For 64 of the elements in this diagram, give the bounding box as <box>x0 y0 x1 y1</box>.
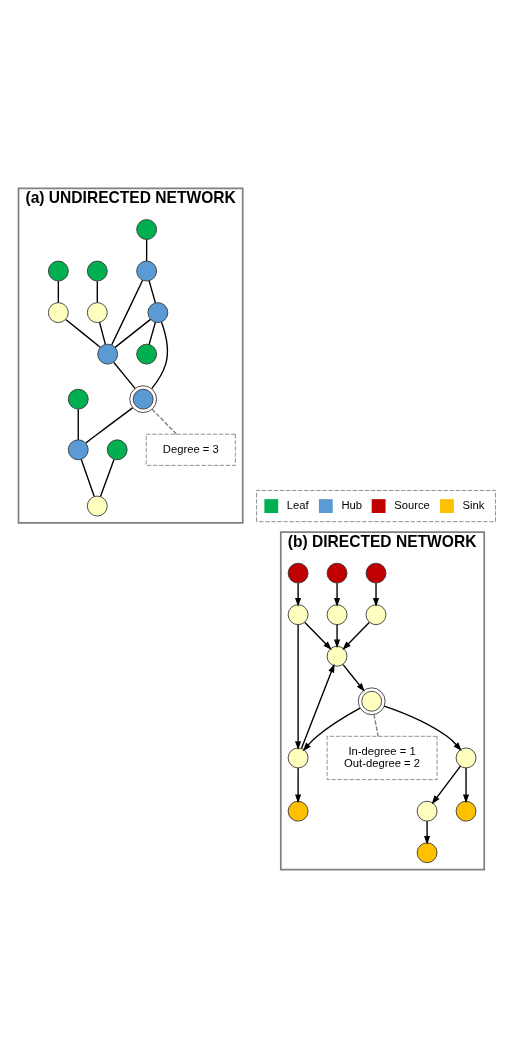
node-circle <box>97 343 119 365</box>
connector <box>99 458 115 497</box>
node-circle <box>147 301 169 323</box>
node-circle <box>287 747 309 768</box>
node-circle <box>47 301 69 323</box>
arrow <box>424 820 431 845</box>
connector <box>96 279 98 303</box>
arrow <box>300 663 335 749</box>
legend-label: Source <box>394 498 430 511</box>
legend-label: Hub <box>341 498 363 511</box>
node-circle <box>416 800 438 822</box>
node-circle <box>326 645 348 667</box>
arrow <box>342 663 365 692</box>
legend-label: Sink <box>462 498 485 511</box>
arrow <box>431 765 462 804</box>
arrow <box>295 766 302 803</box>
node-circle <box>455 747 477 768</box>
connector <box>57 279 60 303</box>
node-circle <box>86 301 108 323</box>
connector <box>80 458 95 497</box>
node-circle <box>455 800 477 822</box>
connector <box>77 408 79 440</box>
connector <box>98 321 106 345</box>
connector <box>85 406 134 444</box>
connector <box>373 713 379 737</box>
node-circle <box>86 495 108 516</box>
arrow <box>295 582 302 607</box>
arrow <box>304 621 332 650</box>
node-circle <box>287 800 309 822</box>
arrow <box>372 582 380 607</box>
node-circle <box>86 260 108 281</box>
node-circle <box>67 438 89 460</box>
node-circle <box>136 218 158 240</box>
node-circle <box>136 260 158 281</box>
arrow <box>462 766 470 803</box>
node-box: In-degree = 1 Out-degree = 2 <box>326 735 438 780</box>
connector <box>111 279 144 345</box>
connector <box>148 321 157 345</box>
node-circle <box>106 438 128 460</box>
node-box: Degree = 3 <box>145 433 236 466</box>
connector <box>65 318 101 348</box>
connector <box>113 361 136 389</box>
connector <box>148 279 157 304</box>
node-circle <box>326 562 348 584</box>
arrow <box>342 621 370 650</box>
node-circle <box>365 562 387 584</box>
node-circle <box>365 603 387 625</box>
connector <box>114 318 152 348</box>
node-circle <box>287 603 309 625</box>
legend-label: Leaf <box>286 498 309 511</box>
connector <box>145 238 148 262</box>
node-circle <box>136 343 158 365</box>
node-circle <box>287 562 309 584</box>
connector <box>151 408 177 435</box>
arrow <box>333 623 341 648</box>
connector <box>151 321 169 389</box>
arrow <box>302 707 361 751</box>
arrow <box>383 704 462 751</box>
node-circle <box>67 388 89 410</box>
node-circle <box>326 603 348 625</box>
node-circle <box>416 841 438 863</box>
arrow <box>295 623 302 750</box>
node-circle <box>47 260 69 281</box>
arrow <box>333 582 341 607</box>
